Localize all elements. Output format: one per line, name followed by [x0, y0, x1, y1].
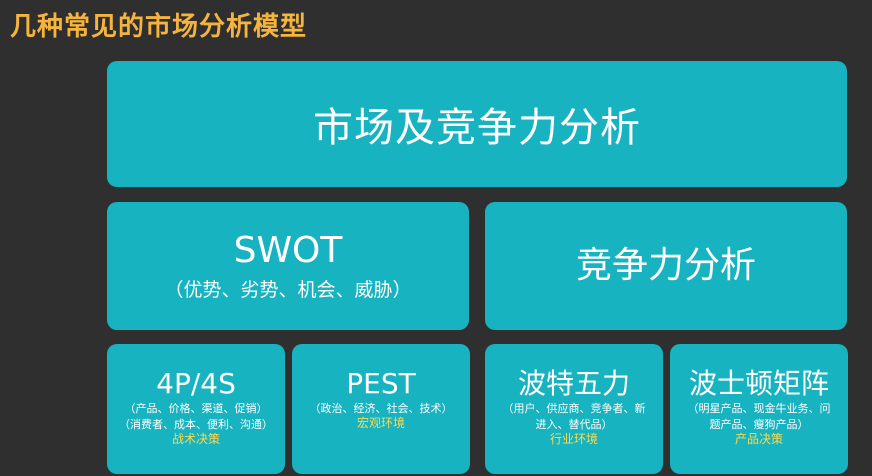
- model-desc-line: 题产品、瘦狗产品）: [709, 418, 809, 431]
- swot-title: SWOT: [233, 230, 343, 271]
- model-desc-line: （政治、经济、社会、技术）: [309, 402, 453, 415]
- model-desc-line: （消费者、成本、便利、沟通）: [119, 418, 273, 431]
- model-title: PEST: [346, 367, 416, 400]
- model-title: 波特五力: [517, 367, 630, 400]
- model-tag: 宏观环境: [356, 416, 405, 430]
- market-competitiveness-box: 市场及竞争力分析: [107, 61, 847, 187]
- competitiveness-title: 竞争力分析: [575, 245, 756, 286]
- model-title: 4P/4S: [156, 367, 236, 400]
- market-competitiveness-label: 市场及竞争力分析: [313, 105, 641, 151]
- model-box-4p4s: 4P/4S （产品、价格、渠道、促销） （消费者、成本、便利、沟通） 战术决策: [107, 344, 285, 474]
- model-box-porter-five-forces: 波特五力 （用户、供应商、竞争者、新 进入、替代品） 行业环境: [485, 344, 663, 474]
- swot-subtitle: （优势、劣势、机会、威胁）: [164, 279, 412, 301]
- model-desc-line: （明星产品、现金牛业务、问: [687, 402, 831, 415]
- model-tag: 战术决策: [171, 432, 220, 446]
- page-title: 几种常见的市场分析模型: [10, 12, 308, 42]
- swot-box: SWOT （优势、劣势、机会、威胁）: [107, 202, 469, 330]
- model-tag: 产品决策: [734, 432, 783, 446]
- model-desc-line: （用户、供应商、竞争者、新: [502, 402, 646, 415]
- model-box-pest: PEST （政治、经济、社会、技术） 宏观环境: [292, 344, 470, 474]
- model-tag: 行业环境: [549, 432, 598, 446]
- competitiveness-box: 竞争力分析: [485, 202, 847, 330]
- model-desc-line: 进入、替代品）: [535, 418, 613, 431]
- model-title: 波士顿矩阵: [688, 367, 829, 400]
- model-desc-line: （产品、价格、渠道、促销）: [124, 402, 268, 415]
- model-box-boston-matrix: 波士顿矩阵 （明星产品、现金牛业务、问 题产品、瘦狗产品） 产品决策: [670, 344, 848, 474]
